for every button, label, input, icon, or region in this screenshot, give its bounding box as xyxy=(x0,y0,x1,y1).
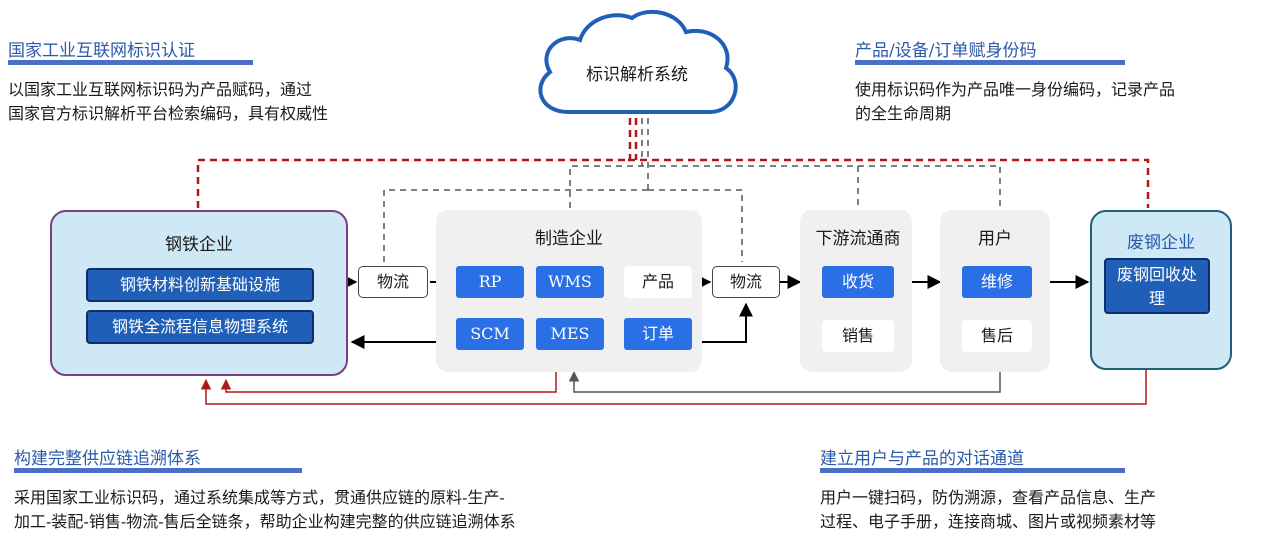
scrap-enterprise-title: 废钢企业 xyxy=(1127,233,1195,253)
wms-node: WMS xyxy=(536,266,604,298)
manufacturing-title: 制造企业 xyxy=(535,229,603,249)
bottom-right-text: 用户一键扫码，防伪溯源，查看产品信息、生产 过程、电子手册，连接商城、图片或视频… xyxy=(820,488,1157,531)
downstream-title: 下游流通商 xyxy=(815,229,901,249)
repair-node: 维修 xyxy=(962,266,1032,298)
top-right-rule xyxy=(855,60,1125,65)
bottom-left-rule xyxy=(14,468,302,473)
bottom-right-heading: 建立用户与产品的对话通道 xyxy=(820,449,1024,469)
cloud-label: 标识解析系统 xyxy=(586,65,688,85)
top-left-heading: 国家工业互联网标识认证 xyxy=(8,41,195,61)
mes-node: MES xyxy=(536,318,604,350)
receive-node: 收货 xyxy=(822,266,894,298)
bottom-left-heading: 构建完整供应链追溯体系 xyxy=(14,449,201,469)
product-node: 产品 xyxy=(624,266,692,298)
bottom-right-rule xyxy=(820,468,1125,473)
bottom-left-text: 采用国家工业标识码，通过系统集成等方式，贯通供应链的原料-生产- 加工-装配-销… xyxy=(14,488,516,531)
order-node: 订单 xyxy=(624,318,692,350)
user-title: 用户 xyxy=(978,229,1012,249)
rp-node: RP xyxy=(456,266,524,298)
top-left-rule xyxy=(8,60,253,65)
identity-resolution-cloud: 标识解析系统 xyxy=(528,8,746,122)
top-right-text: 使用标识码作为产品唯一身份编码，记录产品 的全生命周期 xyxy=(855,80,1176,123)
scrap-process-node: 废钢回收处理 xyxy=(1104,258,1210,314)
logistics-box-1: 物流 xyxy=(358,266,428,298)
top-right-heading: 产品/设备/订单赋身份码 xyxy=(855,41,1037,61)
steel-cps-item: 钢铁全流程信息物理系统 xyxy=(86,310,314,344)
steel-infrastructure-item: 钢铁材料创新基础设施 xyxy=(86,268,314,302)
sales-node: 销售 xyxy=(822,320,894,352)
red-dashed-links xyxy=(196,118,1150,208)
gray-feedback-line xyxy=(568,370,1001,393)
red-feedback-lines xyxy=(200,368,1147,405)
gray-dashed-links xyxy=(383,118,1001,262)
aftersales-node: 售后 xyxy=(962,320,1032,352)
top-left-text: 以国家工业互联网标识码为产品赋码，通过 国家官方标识解析平台检索编码，具有权威性 xyxy=(8,80,329,123)
cloud-icon xyxy=(538,9,738,114)
logistics-box-2: 物流 xyxy=(712,266,780,298)
scm-node: SCM xyxy=(456,318,524,350)
steel-enterprise-title: 钢铁企业 xyxy=(165,235,233,255)
